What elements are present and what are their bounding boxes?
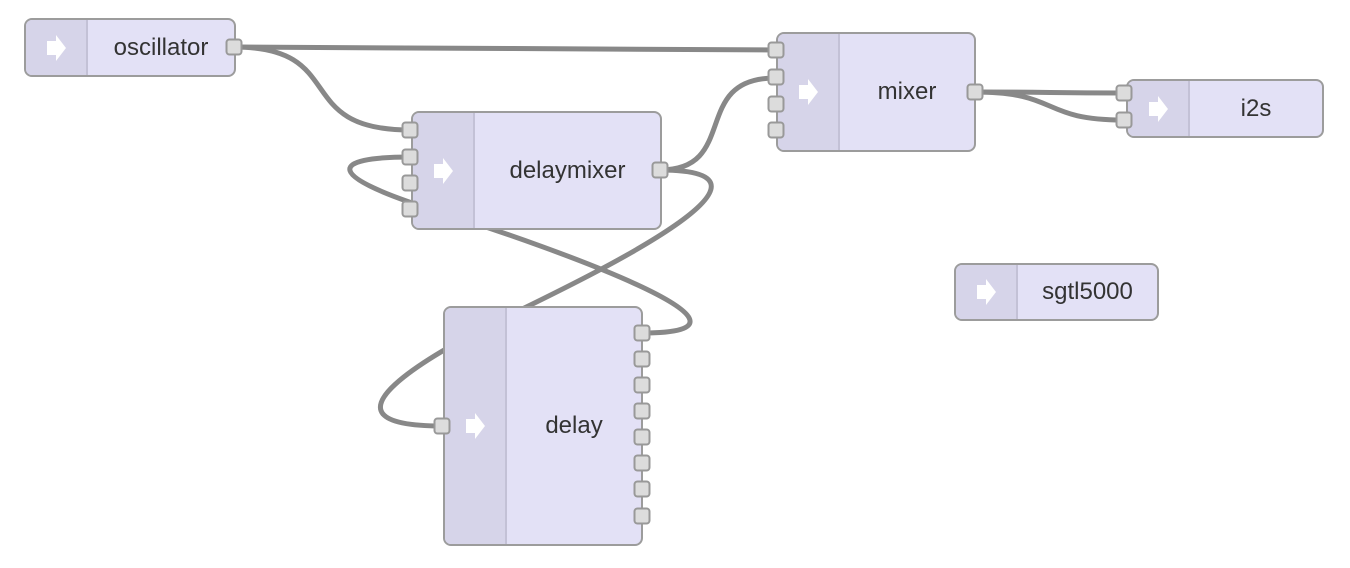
arrow-right-icon bbox=[466, 413, 485, 439]
arrow-right-icon bbox=[1149, 95, 1168, 122]
node-i2s[interactable]: i2s bbox=[1126, 79, 1324, 138]
input-port[interactable] bbox=[433, 417, 451, 435]
output-port[interactable] bbox=[633, 324, 651, 342]
output-port[interactable] bbox=[633, 428, 651, 446]
wire-oscillator-mixer[interactable] bbox=[231, 44, 778, 53]
node-delaymixer[interactable]: delaymixer bbox=[411, 111, 662, 230]
input-port[interactable] bbox=[1115, 84, 1133, 102]
node-label: mixer bbox=[877, 78, 937, 105]
input-port[interactable] bbox=[767, 41, 785, 59]
node-sgtl5000[interactable]: sgtl5000 bbox=[954, 263, 1159, 321]
output-port[interactable] bbox=[633, 480, 651, 498]
node-oscillator[interactable]: oscillator bbox=[24, 18, 236, 77]
wire-delaymixer-mixer[interactable] bbox=[657, 75, 778, 173]
arrow-right-icon bbox=[434, 157, 453, 184]
input-port[interactable] bbox=[1115, 111, 1133, 129]
node-label: sgtl5000 bbox=[1042, 278, 1133, 305]
node-icon-area bbox=[956, 265, 1018, 319]
output-port[interactable] bbox=[633, 454, 651, 472]
node-icon-area bbox=[26, 20, 88, 75]
output-port[interactable] bbox=[225, 38, 243, 56]
node-delay[interactable]: delay bbox=[443, 306, 643, 546]
input-port[interactable] bbox=[767, 68, 785, 86]
node-label: delay bbox=[545, 412, 603, 439]
input-port[interactable] bbox=[767, 121, 785, 139]
node-mixer[interactable]: mixer bbox=[776, 32, 976, 152]
input-port[interactable] bbox=[401, 148, 419, 166]
input-port[interactable] bbox=[767, 95, 785, 113]
node-label: delaymixer bbox=[509, 156, 626, 184]
node-label: oscillator bbox=[113, 33, 209, 61]
node-icon-area bbox=[413, 113, 475, 228]
arrow-right-icon bbox=[47, 34, 66, 61]
output-port[interactable] bbox=[633, 402, 651, 420]
output-port[interactable] bbox=[633, 350, 651, 368]
output-port[interactable] bbox=[633, 376, 651, 394]
node-icon-area bbox=[1128, 81, 1190, 136]
input-port[interactable] bbox=[401, 174, 419, 192]
output-port[interactable] bbox=[651, 161, 669, 179]
arrow-right-icon bbox=[799, 79, 818, 105]
input-port[interactable] bbox=[401, 200, 419, 218]
output-port[interactable] bbox=[633, 507, 651, 525]
node-label: i2s bbox=[1240, 94, 1272, 122]
input-port[interactable] bbox=[401, 121, 419, 139]
arrow-right-icon bbox=[977, 279, 996, 305]
wire-mixer-i2s-1[interactable] bbox=[972, 89, 1126, 123]
node-icon-area bbox=[445, 308, 507, 544]
output-port[interactable] bbox=[966, 83, 984, 101]
node-icon-area bbox=[778, 34, 840, 150]
wire-oscillator-delaymixer[interactable] bbox=[231, 44, 413, 133]
